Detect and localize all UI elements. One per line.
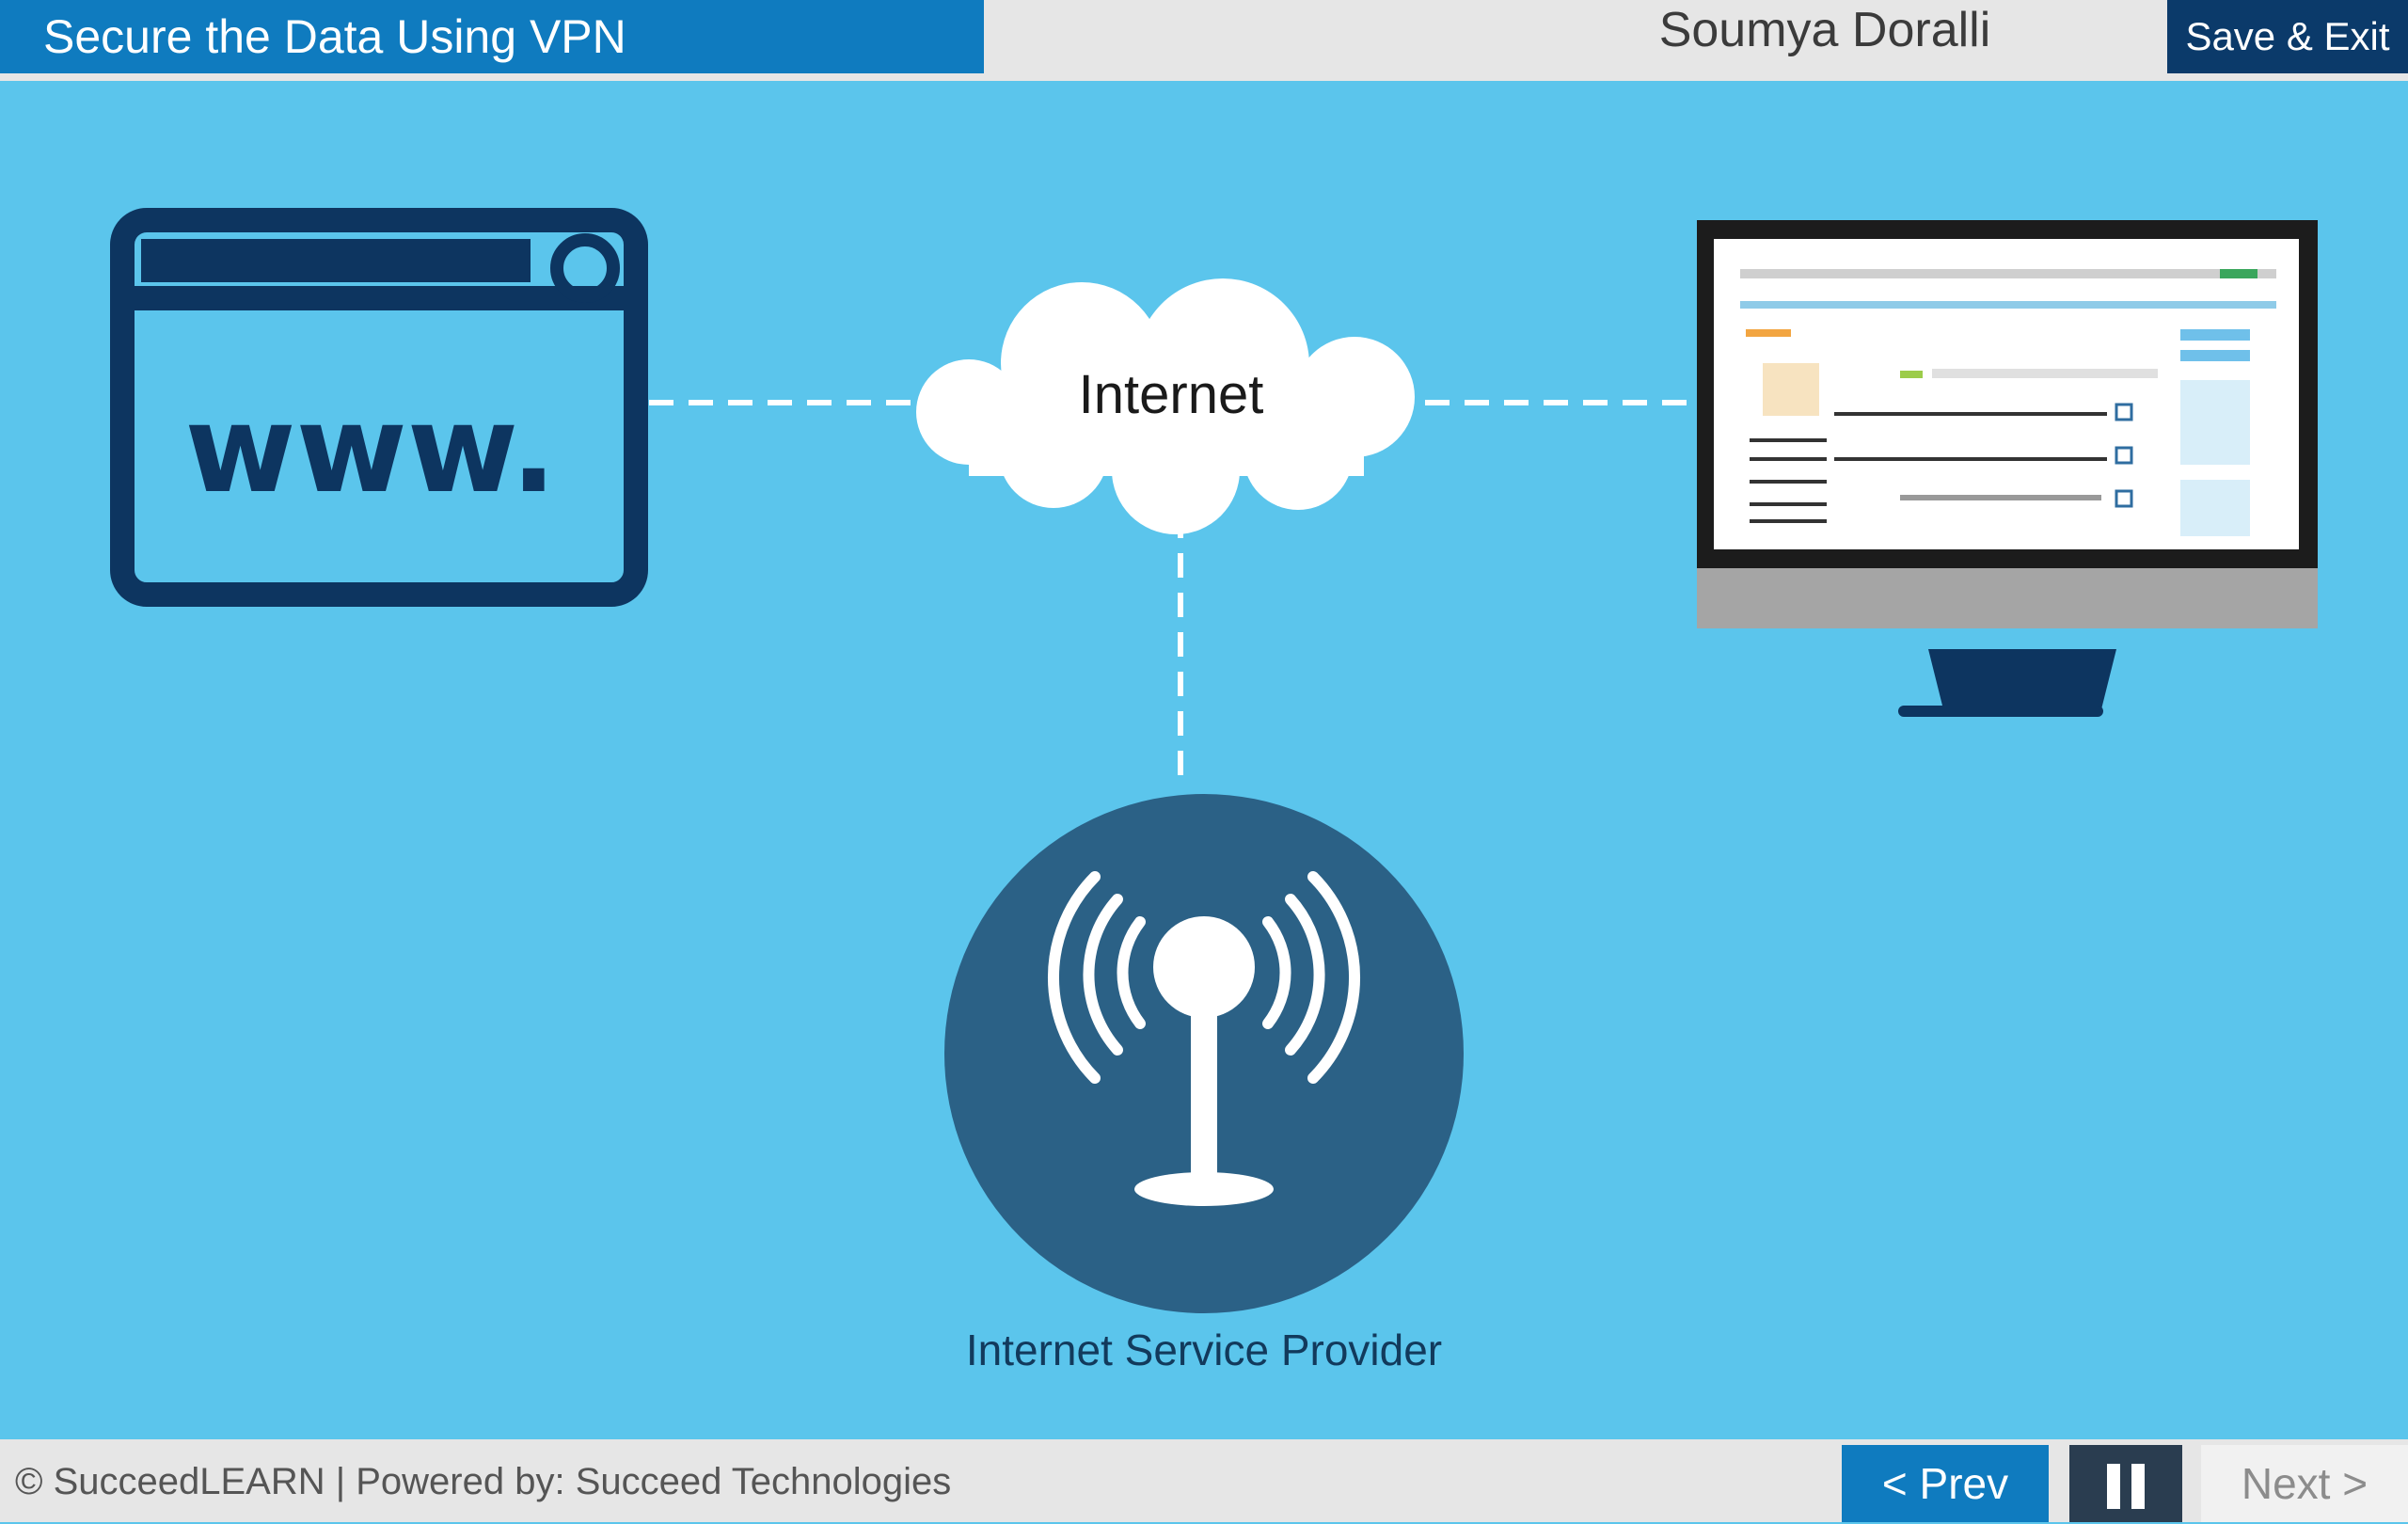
antenna-icon — [944, 794, 1464, 1313]
footer-bar: © SucceedLEARN | Powered by: Succeed Tec… — [0, 1439, 2408, 1522]
www-label: www. — [184, 380, 556, 520]
pause-button[interactable] — [2069, 1445, 2182, 1522]
next-button[interactable]: Next > — [2201, 1445, 2408, 1522]
pause-icon — [2131, 1464, 2145, 1509]
save-exit-button[interactable]: Save & Exit — [2167, 0, 2408, 73]
network-diagram: www. — [110, 208, 2318, 1313]
browser-window-icon: www. — [110, 208, 648, 607]
page-title: Secure the Data Using VPN — [0, 0, 984, 73]
monitor-icon — [1697, 220, 2318, 717]
isp-label: Internet Service Provider — [965, 1326, 1443, 1374]
prev-button[interactable]: < Prev — [1842, 1445, 2049, 1522]
user-name: Soumya Doralli — [1658, 3, 1991, 57]
copyright-text: © SucceedLEARN | Powered by: Succeed Tec… — [15, 1461, 952, 1502]
pause-icon — [2107, 1464, 2120, 1509]
cloud-label: Internet — [1078, 364, 1264, 425]
cloud-icon — [916, 278, 1415, 534]
header-bar: Secure the Data Using VPN Soumya Doralli… — [0, 0, 2408, 81]
dashed-connectors — [649, 400, 1698, 788]
diagram-stage: www. — [0, 81, 2408, 1439]
